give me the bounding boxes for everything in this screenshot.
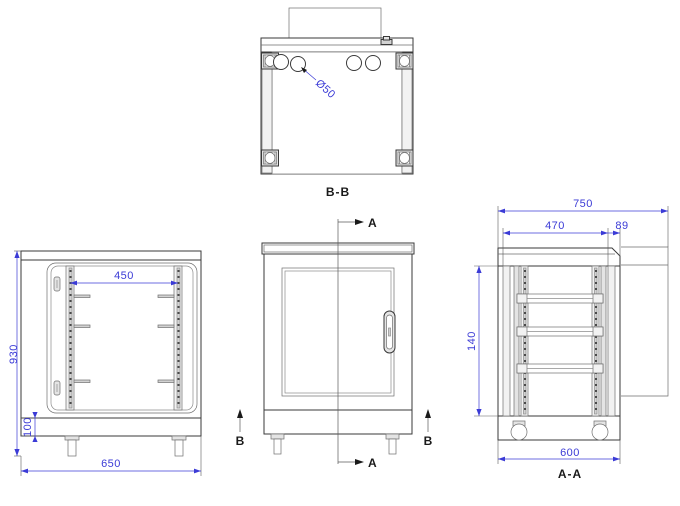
dimension-inner-rail-width-text: 450: [114, 270, 134, 282]
left-rail-rear: [173, 265, 183, 411]
aa-caster-2: [591, 420, 609, 441]
aa-rail-3: [591, 265, 600, 417]
top-corner-bracket-tr: [395, 52, 414, 70]
dimension-rail-span-text: 470: [545, 220, 565, 232]
aa-caster-1: [510, 420, 528, 441]
dimension-base-height: 100: [21, 412, 40, 442]
diameter-leader-arrow: [301, 67, 307, 73]
knockout-hole-1: [273, 54, 289, 70]
knockout-hole-3: [346, 55, 362, 71]
front-foot-1: [270, 433, 285, 455]
aa-rail-4: [600, 265, 607, 417]
section-letter-a-bottom: A: [368, 456, 377, 470]
view-front-elevation: A A B B: [236, 216, 433, 470]
section-mark-a-bottom: A: [338, 456, 377, 470]
aa-rail-1: [513, 265, 520, 417]
section-letter-b-right: B: [424, 434, 433, 448]
view-label-aa: A-A: [558, 467, 582, 481]
dimension-overall-height-text: 930: [8, 344, 20, 364]
section-letter-b-left: B: [236, 434, 245, 448]
dimension-overall-width-text: 750: [573, 198, 593, 210]
top-corner-bracket-br: [395, 149, 414, 167]
front-door-handle[interactable]: [383, 310, 396, 354]
aa-rail-2: [520, 265, 529, 417]
left-foot-2: [171, 435, 187, 457]
view-left-elevation: 930 450 100 650: [8, 250, 202, 476]
section-mark-b-left: B: [236, 409, 245, 448]
dimension-overall-width: 750: [497, 198, 669, 248]
dimension-overall-depth-text: 650: [101, 458, 121, 470]
dimension-rail-height-text: 140: [466, 331, 478, 351]
section-mark-b-right: B: [424, 409, 433, 448]
left-foot-1: [64, 435, 80, 457]
front-door-lock-icon: [388, 327, 391, 337]
section-mark-a-top: A: [338, 216, 377, 230]
left-hinge-top-icon: [53, 276, 61, 292]
left-shelf-brackets: [73, 294, 175, 383]
dimension-inner-rail-width: 450: [70, 270, 178, 286]
aa-shelf-1: [516, 293, 604, 304]
dimension-base-width: 600: [497, 440, 621, 464]
dimension-side-offset: 89: [608, 220, 628, 256]
aa-shelf-3: [516, 363, 604, 374]
knockout-hole-4: [365, 55, 381, 71]
left-base-plinth: [20, 417, 202, 437]
dimension-side-offset-text: 89: [615, 220, 628, 232]
aa-left-wall: [502, 265, 511, 417]
dimension-rail-height: 140: [466, 265, 498, 417]
dimension-base-width-text: 600: [560, 447, 580, 459]
aa-top-cap: [497, 247, 621, 267]
left-door-panel-inner: [50, 265, 194, 411]
dimension-base-height-text: 100: [22, 417, 34, 437]
top-corner-bracket-bl: [261, 149, 279, 167]
dimension-rail-span: 470: [502, 220, 609, 266]
left-rail-front: [65, 265, 75, 411]
left-top-cap: [20, 250, 202, 261]
view-top-section-bb: Ø50 B-B: [260, 7, 414, 199]
top-rear-fitting-icon: [380, 36, 393, 45]
top-inner-cavity: [271, 51, 403, 175]
view-label-bb: B-B: [326, 185, 350, 199]
section-letter-a-top: A: [368, 216, 377, 230]
front-foot-2: [385, 433, 400, 455]
aa-shelf-2: [516, 326, 604, 337]
dimension-overall-height: 930: [8, 250, 21, 457]
left-hinge-bottom-icon: [53, 380, 61, 396]
aa-side-projection: [621, 246, 669, 397]
view-right-section-aa: 750 470 89 140: [466, 198, 669, 481]
aa-right-wall: [607, 265, 616, 417]
dimension-overall-depth: 650: [20, 436, 202, 476]
